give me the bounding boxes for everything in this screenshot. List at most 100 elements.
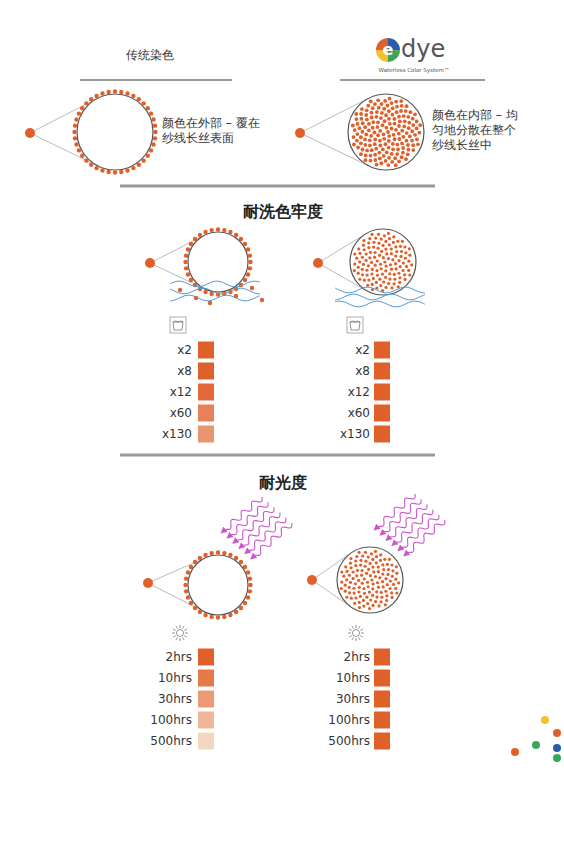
dye-dot: [239, 560, 243, 564]
dye-dot: [367, 129, 371, 133]
dye-dot: [390, 252, 393, 255]
dye-dot: [371, 120, 375, 124]
dye-dot: [388, 278, 391, 281]
color-swatch: [198, 649, 214, 666]
color-swatch: [198, 405, 214, 422]
dye-dot: [375, 561, 378, 564]
dye-dot: [203, 230, 207, 234]
dye-dot: [394, 262, 397, 265]
dye-dot: [395, 572, 398, 575]
dye-dot: [141, 101, 145, 105]
dye-dot: [125, 168, 129, 172]
dye-dot: [370, 261, 373, 264]
dye-dot: [402, 135, 406, 139]
dye-dot: [357, 247, 360, 250]
dye-dot: [382, 137, 386, 141]
dye-dot: [378, 139, 382, 143]
brand-dot: [511, 748, 519, 756]
light-ray: [251, 523, 292, 559]
dye-dot: [388, 272, 391, 275]
dye-dot: [365, 149, 369, 153]
dye-dot: [361, 273, 364, 276]
dye-dot: [365, 269, 368, 272]
dye-dot: [371, 126, 375, 130]
dye-dot: [394, 128, 398, 132]
dye-dot: [345, 570, 348, 573]
dye-dot: [371, 604, 374, 607]
dye-dot: [392, 241, 395, 244]
dye-dot: [409, 110, 413, 114]
dye-dot: [358, 278, 361, 281]
dye-dot: [378, 129, 382, 133]
logo-mark: [376, 38, 400, 62]
wash-count: x130: [340, 427, 370, 442]
dye-dot: [228, 230, 232, 234]
dye-dot: [391, 258, 394, 261]
dye-dot: [380, 111, 384, 115]
dye-dot: [404, 257, 407, 260]
dye-dot: [248, 253, 252, 257]
dye-dot: [354, 564, 357, 567]
water-wave: [170, 281, 260, 287]
dye-dot: [399, 109, 403, 113]
dye-dot: [381, 147, 385, 151]
dye-dot: [351, 124, 355, 128]
dye-dot: [74, 142, 78, 146]
dye-dot: [355, 555, 358, 558]
dye-dot: [246, 570, 250, 574]
dye-dot: [397, 132, 401, 136]
dye-dot: [415, 127, 419, 131]
dye-dot: [364, 133, 368, 137]
dye-dot: [378, 278, 381, 281]
fiber-end: [313, 258, 323, 268]
dye-dot: [344, 590, 347, 593]
dye-dot: [243, 242, 247, 246]
dye-dot: [344, 584, 347, 587]
dye-dot: [372, 131, 376, 135]
dye-dot: [391, 569, 394, 572]
dye-dot: [397, 160, 401, 164]
dye-dot: [228, 613, 232, 617]
dye-dot: [359, 559, 362, 562]
dye-dot: [119, 90, 123, 94]
dye-dot: [371, 565, 374, 568]
dye-dot: [381, 123, 385, 127]
dye-dot: [246, 272, 250, 276]
color-swatch: [374, 363, 390, 380]
dye-dot: [89, 97, 93, 101]
dye-dot: [411, 143, 415, 147]
dye-dot: [376, 247, 379, 250]
dye-dot: [358, 601, 361, 604]
dye-dot: [408, 273, 411, 276]
dye-dot: [387, 146, 391, 150]
dye-dot: [358, 606, 361, 609]
dye-dot: [367, 278, 370, 281]
dye-dot: [198, 556, 202, 560]
dye-dot: [367, 246, 370, 249]
dye-dot: [370, 233, 373, 236]
dye-dot: [401, 240, 404, 243]
dye-dot: [84, 101, 88, 105]
dye-dot: [362, 587, 365, 590]
dye-dot: [73, 136, 77, 140]
dye-dot: [385, 594, 388, 597]
dye-dot: [390, 160, 394, 164]
dye-dot: [408, 247, 411, 250]
dye-dot: [370, 111, 374, 115]
dye-dot: [186, 570, 190, 574]
dye-dot: [349, 557, 352, 560]
dye-dot: [383, 558, 386, 561]
dye-dot: [394, 245, 397, 248]
dye-dot: [371, 594, 374, 597]
dye-dot: [388, 237, 391, 240]
dye-dot: [371, 283, 374, 286]
light-hours: 10hrs: [336, 671, 370, 686]
light-ray: [375, 494, 416, 530]
dye-dot: [401, 146, 405, 150]
dye-dot: [360, 574, 363, 577]
dye-dot: [348, 586, 351, 589]
dye-dot: [373, 153, 377, 157]
dye-dot: [416, 142, 420, 146]
dye-dot: [149, 148, 153, 152]
light-hours: 30hrs: [158, 692, 192, 707]
